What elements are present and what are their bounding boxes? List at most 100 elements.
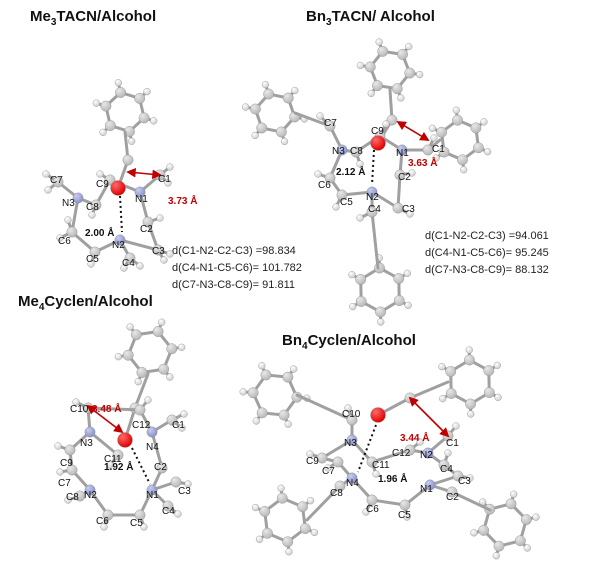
me3tacn-label-c7: C7 <box>50 175 63 186</box>
carbon-atom <box>138 112 150 124</box>
hydrogen-atom <box>136 262 144 270</box>
carbon-atom <box>366 206 378 218</box>
carbon-atom <box>152 326 164 337</box>
carbon-atom <box>445 366 457 377</box>
hydrogen-atom <box>430 134 438 142</box>
carbon-atom <box>393 273 405 284</box>
hydrogen-atom <box>120 264 128 272</box>
hydrogen-atom <box>356 214 364 222</box>
carbon-atom <box>52 176 64 188</box>
me4cyclen-label-c1: C1 <box>172 420 185 431</box>
hydrogen-atom <box>64 496 72 504</box>
carbon-atom <box>399 499 411 511</box>
bn3tacn-label-c3: C3 <box>402 204 415 215</box>
hydrogen-atom <box>56 468 64 476</box>
hydrogen-atom <box>492 552 500 560</box>
hydrogen-atom <box>54 442 62 450</box>
hydrogen-atom <box>375 38 383 46</box>
hydrogen-atom <box>356 61 364 70</box>
hydrogen-atom <box>372 470 380 478</box>
carbon-atom <box>493 540 505 552</box>
title-bn4cyclen: Bn4Cyclen/Alcohol <box>282 332 416 352</box>
hydrogen-atom <box>452 106 460 114</box>
carbon-atom <box>282 92 294 104</box>
hydrogen-atom <box>377 318 385 326</box>
hydrogen-atom <box>251 503 260 512</box>
hydrogen-atom <box>416 70 424 79</box>
hydrogen-atom <box>465 346 473 354</box>
carbon-atom <box>364 61 376 73</box>
bn4cyclen-label-c3: C3 <box>458 476 471 487</box>
bn4cyclen-label-c11: C11 <box>372 460 390 471</box>
bn3tacn-label-c8: C8 <box>350 146 363 157</box>
hydrogen-atom <box>405 43 413 51</box>
hydrogen-atom <box>255 535 264 543</box>
me3tacn-label-c9: C9 <box>96 179 109 190</box>
me4cyclen-label-n2: N2 <box>84 490 97 501</box>
bond <box>320 438 354 460</box>
carbon-atom <box>263 88 275 100</box>
carbon-atom <box>276 492 288 504</box>
carbon-atom <box>346 414 358 426</box>
bn4cyclen-ch-distance: 3.44 Å <box>400 431 429 444</box>
me3tacn-label-n2: N2 <box>112 240 125 251</box>
bn4cyclen-label-c12: C12 <box>392 448 411 459</box>
hydrogen-atom <box>403 513 411 521</box>
carbon-atom <box>355 296 367 307</box>
carbon-atom <box>90 199 102 211</box>
hydrogen-atom <box>432 154 440 162</box>
carbon-atom <box>74 490 86 502</box>
hydrogen-atom <box>252 417 260 425</box>
bond <box>370 448 412 464</box>
bn4cyclen-label-c9: C9 <box>306 456 319 467</box>
hydrogen-atom <box>416 438 424 446</box>
hydrogen-atom <box>494 393 502 401</box>
hydrogen-atom <box>164 179 172 187</box>
bond <box>370 498 407 507</box>
hydrogen-atom <box>403 269 411 277</box>
carbon-atom <box>316 452 328 464</box>
bn4cyclen-ch-arrow <box>408 396 450 438</box>
carbon-atom <box>89 246 101 258</box>
bond <box>295 393 354 422</box>
bn3tacn-label-n3: N3 <box>332 146 345 157</box>
bond <box>88 430 120 457</box>
bn3tacn-label-n2: N2 <box>366 192 379 203</box>
hydrogen-atom <box>96 170 104 178</box>
nitrogen-atom <box>146 426 158 438</box>
hydrogen-atom <box>532 513 540 521</box>
hydrogen-atom <box>480 118 488 126</box>
carbon-atom <box>372 80 383 91</box>
carbon-atom <box>366 494 378 506</box>
carbon-atom <box>112 449 124 461</box>
title-bn3tacn: Bn3TACN/ Alcohol <box>306 8 435 28</box>
carbon-atom <box>124 252 136 264</box>
me4cyclen-label-n4: N4 <box>146 442 159 453</box>
me3tacn-label-c2: C2 <box>140 224 153 235</box>
oxygen-atom <box>370 407 386 423</box>
carbon-atom <box>366 456 378 468</box>
carbon-atom <box>282 371 294 383</box>
nitrogen-atom <box>84 484 96 496</box>
hydrogen-atom <box>184 480 192 488</box>
carbon-atom <box>392 202 404 214</box>
me3tacn-ch-arrow <box>126 167 162 180</box>
bn4cyclen-label-c8: C8 <box>330 488 343 499</box>
carbon-atom <box>102 509 114 521</box>
bn3tacn-hbond-distance: 2.12 Å <box>336 165 365 178</box>
hydrogen-atom <box>404 301 412 309</box>
bn3tacn-ch-distance: 3.63 Å <box>408 156 437 169</box>
carbon-atom <box>66 226 78 238</box>
hydrogen-atom <box>56 234 64 242</box>
bond <box>150 430 164 470</box>
me4cyclen-ch-arrow <box>86 404 124 434</box>
hydrogen-atom <box>87 260 95 268</box>
bn4cyclen-label-c5: C5 <box>398 510 411 521</box>
carbon-atom <box>166 414 178 426</box>
bn4cyclen-label-n4: N4 <box>346 478 359 489</box>
carbon-atom <box>142 216 154 228</box>
hydrogen-atom <box>166 373 174 381</box>
carbon-atom <box>377 45 389 57</box>
hydrogen-atom <box>452 422 460 430</box>
